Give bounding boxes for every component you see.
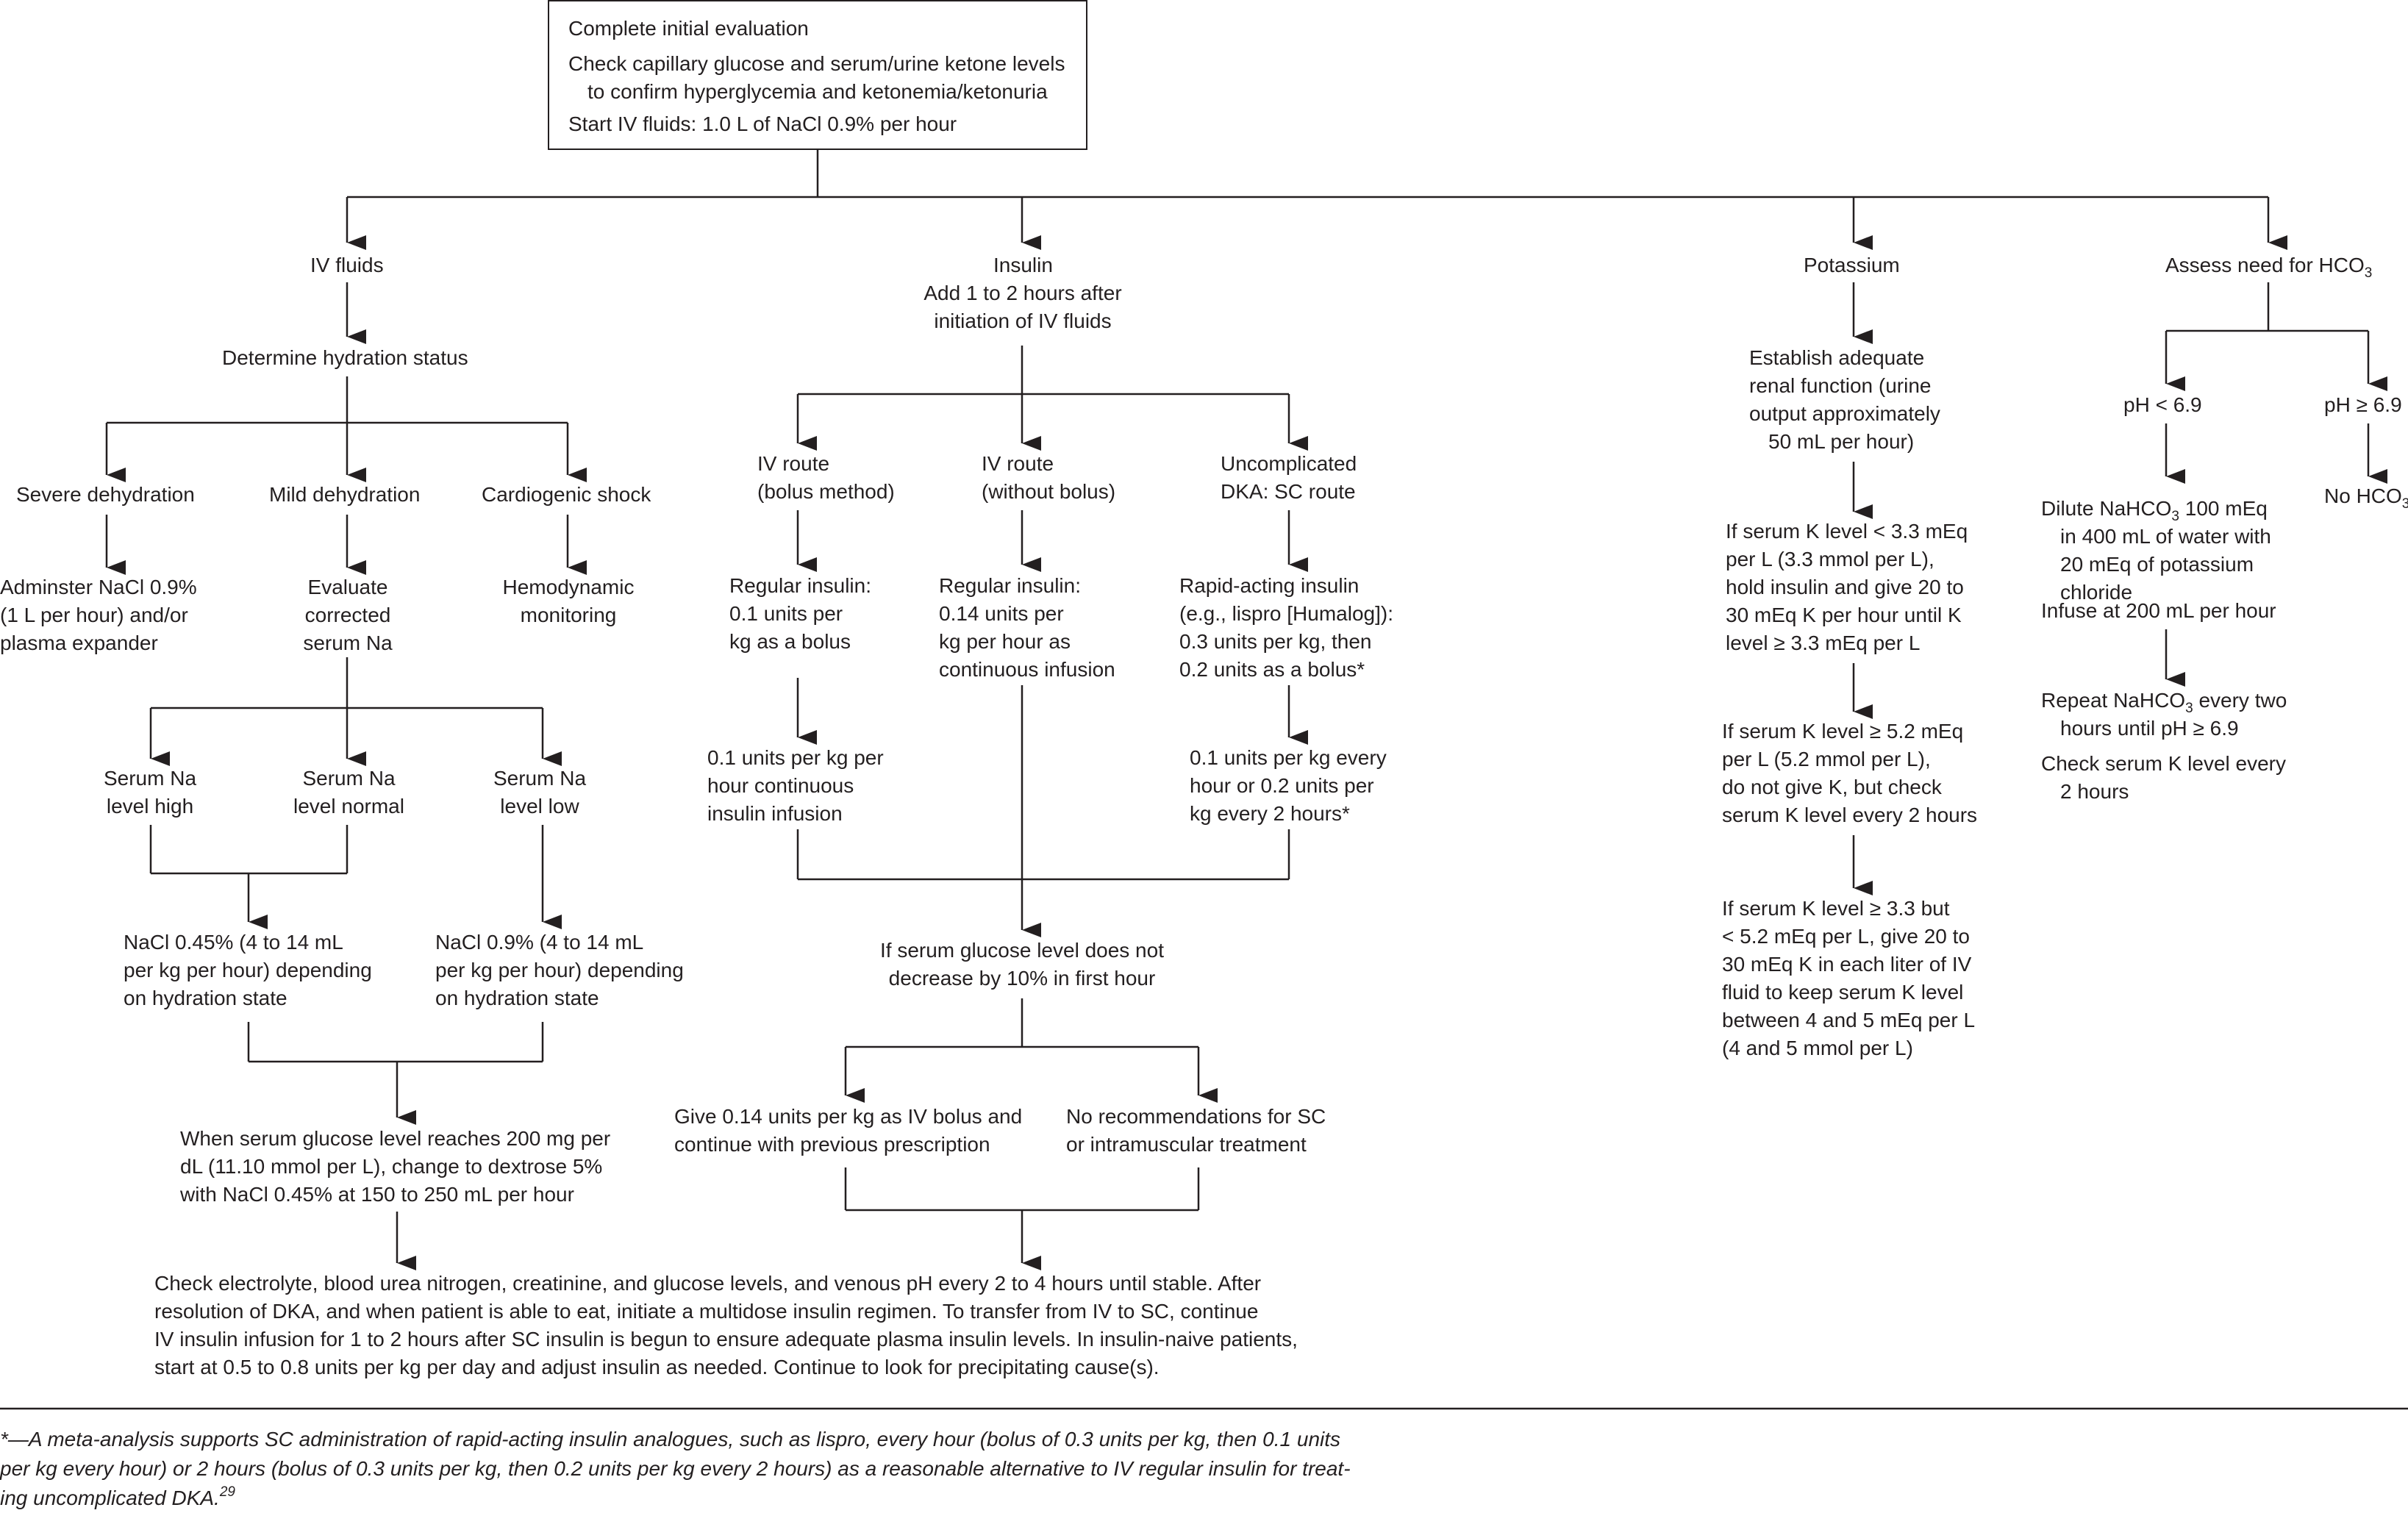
- hydration-status-label: Determine hydration status: [222, 346, 468, 369]
- potassium-heading: Potassium: [1804, 254, 1900, 276]
- evaluate-serum-na: Evaluate corrected serum Na: [303, 576, 393, 654]
- repeat-nahco3-step: Repeat NaHCO3 every two hours until pH ≥…: [2041, 689, 2287, 740]
- check-glucose-ketones-text: Check capillary glucose and serum/urine …: [568, 52, 1065, 75]
- cardiogenic-shock-label: Cardiogenic shock: [482, 483, 651, 506]
- infuse-rate: Infuse at 200 mL per hour: [2041, 599, 2276, 622]
- dilute-nahco3-step: Dilute NaHCO3 100 mEq in 400 mL of water…: [2041, 497, 2271, 604]
- check-k-every-2-hours: Check serum K level every 2 hours: [2041, 752, 2287, 803]
- potassium-mid-rule: If serum K level ≥ 3.3 but< 5.2 mEq per …: [1722, 897, 1976, 1059]
- assess-hco3-heading: Assess need for HCO3: [2165, 254, 2373, 281]
- mild-dehydration-label: Mild dehydration: [269, 483, 421, 506]
- initial-evaluation-box: Complete initial evaluation Check capill…: [548, 0, 1087, 150]
- hemodynamic-monitoring: Hemodynamic monitoring: [502, 576, 635, 626]
- monitoring-and-transition-step: Check electrolyte, blood urea nitrogen, …: [154, 1272, 1298, 1378]
- dextrose-instruction: When serum glucose level reaches 200 mg …: [180, 1127, 611, 1206]
- insulin-heading: Insulin: [993, 254, 1053, 276]
- iv-route-without-bolus: IV route(without bolus): [982, 452, 1116, 503]
- iv-fluids-heading: IV fluids: [310, 254, 384, 276]
- severe-dehydration-action: Adminster NaCl 0.9% (1 L per hour) and/o…: [0, 576, 197, 654]
- footnote: *—A meta-analysis supports SC administra…: [0, 1428, 1351, 1509]
- iv-route-bolus: IV route(bolus method): [757, 452, 895, 503]
- rapid-acting-insulin-dose: Rapid-acting insulin(e.g., lispro [Humal…: [1179, 574, 1393, 681]
- ph-low-label: pH < 6.9: [2123, 393, 2202, 416]
- severe-dehydration-label: Severe dehydration: [16, 483, 195, 506]
- confirm-hyperglycemia-text: to confirm hyperglycemia and ketonemia/k…: [587, 80, 1048, 103]
- initial-evaluation-text: Complete initial evaluation: [568, 17, 809, 40]
- renal-function-step: Establish adequate renal function (urine…: [1749, 346, 1940, 453]
- ph-high-label: pH ≥ 6.9: [2324, 393, 2402, 416]
- start-iv-fluids-text: Start IV fluids: 1.0 L of NaCl 0.9% per …: [568, 112, 957, 135]
- no-hco3-label: No HCO3: [2324, 484, 2408, 512]
